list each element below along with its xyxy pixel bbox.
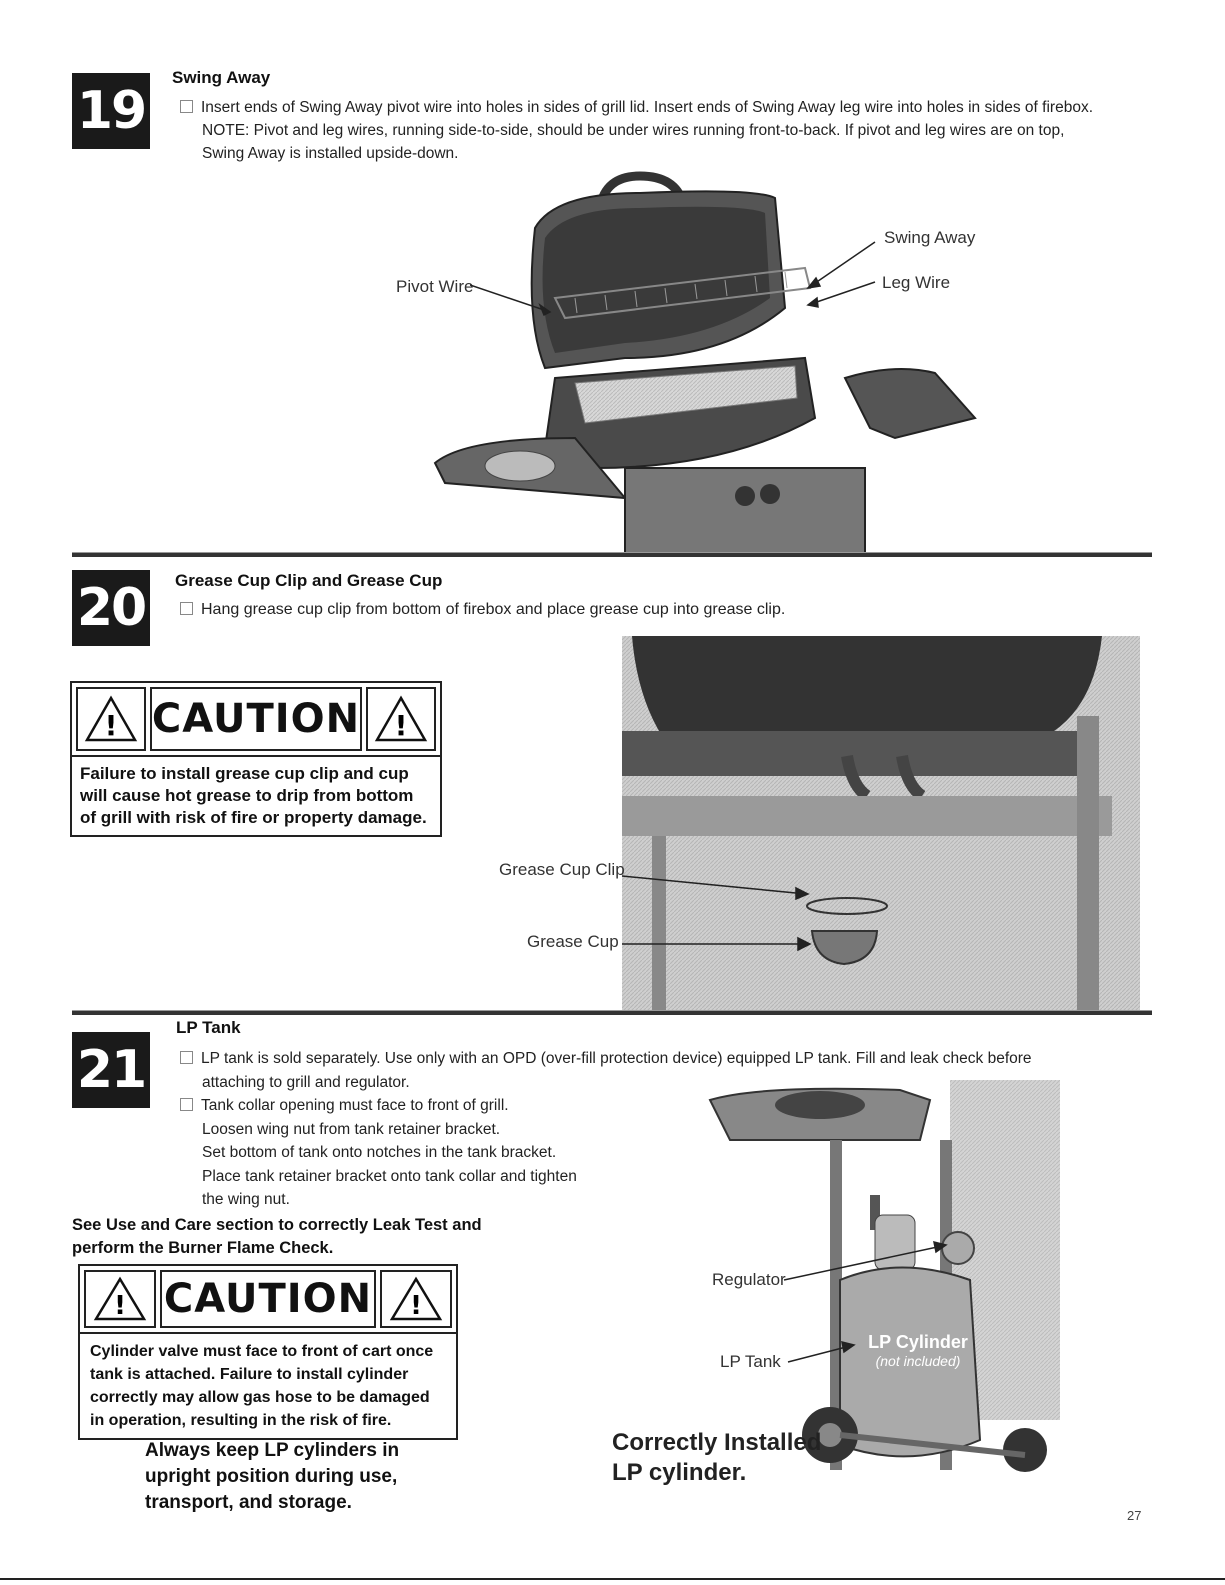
caution-word: CAUTION: [149, 687, 363, 751]
step-21-bullet-1: LP tank is sold separately. Use only wit…: [180, 1047, 1032, 1071]
checkbox-icon: [180, 1051, 193, 1064]
correctly-installed-caption: Correctly Installed LP cylinder.: [612, 1429, 822, 1486]
section-divider: [72, 1010, 1152, 1015]
step-19-bullet: Insert ends of Swing Away pivot wire int…: [180, 96, 1160, 119]
page-bottom-rule: [0, 1578, 1225, 1580]
grease-cup-clip-label: Grease Cup Clip: [499, 860, 625, 879]
step-number-20: 20: [72, 570, 150, 646]
lp-cylinder-tag-note: (not included): [875, 1353, 961, 1369]
svg-text:!: !: [105, 709, 118, 742]
svg-text:!: !: [395, 709, 408, 742]
step-number-19: 19: [72, 73, 150, 149]
step-20-title: Grease Cup Clip and Grease Cup: [175, 571, 443, 590]
step-21-text: LP tank is sold separately. Use only wit…: [180, 1047, 1032, 1212]
caution-text: Failure to install grease cup clip and c…: [80, 764, 427, 827]
svg-text:!: !: [410, 1291, 422, 1321]
grease-cup-illustration: [622, 636, 1140, 1012]
pivot-wire-label: Pivot Wire: [396, 277, 474, 296]
step-19-text: Insert ends of Swing Away pivot wire int…: [180, 96, 1160, 165]
step-19-leader-lines: [470, 241, 876, 317]
checkbox-icon: [180, 100, 193, 113]
step-20-bullet: Hang grease cup clip from bottom of fire…: [180, 598, 785, 621]
swing-away-label: Swing Away: [884, 228, 976, 247]
step-21-sub-line: Set bottom of tank onto notches in the t…: [202, 1144, 557, 1161]
step-19-note-cont: Swing Away is installed upside-down.: [202, 145, 459, 162]
step-21-title: LP Tank: [176, 1018, 241, 1037]
lp-tank-label: LP Tank: [720, 1352, 781, 1371]
page-number: 27: [1127, 1508, 1142, 1523]
warning-triangle-icon: !: [380, 1270, 452, 1328]
upright-storage-note: Always keep LP cylinders in upright posi…: [145, 1440, 400, 1513]
step-20-leader-lines: [621, 875, 812, 952]
regulator-label: Regulator: [712, 1270, 786, 1289]
caution-text: Cylinder valve must face to front of car…: [90, 1343, 434, 1429]
caution-box-cylinder: ! CAUTION ! Cylinder valve must face to …: [78, 1264, 458, 1440]
step-21-bullet-2: Tank collar opening must face to front o…: [180, 1094, 1032, 1118]
step-21-sub-line: Loosen wing nut from tank retainer brack…: [202, 1120, 501, 1138]
step-21-bullet-1-cont: attaching to grill and regulator.: [202, 1073, 410, 1091]
grill-swing-away-illustration: [433, 171, 977, 554]
caution-box-grease: ! CAUTION ! Failure to install grease cu…: [70, 681, 442, 837]
checkbox-icon: [180, 602, 193, 615]
caution-word: CAUTION: [160, 1270, 376, 1328]
warning-triangle-icon: !: [366, 687, 436, 751]
step-21-leader-lines: [783, 1240, 948, 1363]
step-19-title: Swing Away: [172, 68, 271, 87]
leak-test-note: See Use and Care section to correctly Le…: [72, 1216, 482, 1257]
warning-triangle-icon: !: [84, 1270, 156, 1328]
section-divider: [72, 552, 1152, 557]
lp-cylinder-tag-title: LP Cylinder: [868, 1332, 968, 1352]
step-21-sub-line: Place tank retainer bracket onto tank co…: [202, 1167, 577, 1185]
leg-wire-label: Leg Wire: [882, 273, 951, 292]
lp-cylinder-illustration: [700, 1080, 1065, 1480]
step-number-21: 21: [72, 1032, 150, 1108]
step-19-note: NOTE: Pivot and leg wires, running side-…: [202, 122, 1065, 139]
step-21-sub-line: the wing nut.: [202, 1191, 290, 1208]
grease-cup-label: Grease Cup: [527, 932, 619, 951]
lp-cylinder-tag: LP Cylinder (not included): [868, 1332, 968, 1369]
checkbox-icon: [180, 1098, 193, 1111]
warning-triangle-icon: !: [76, 687, 146, 751]
svg-text:!: !: [114, 1291, 126, 1321]
